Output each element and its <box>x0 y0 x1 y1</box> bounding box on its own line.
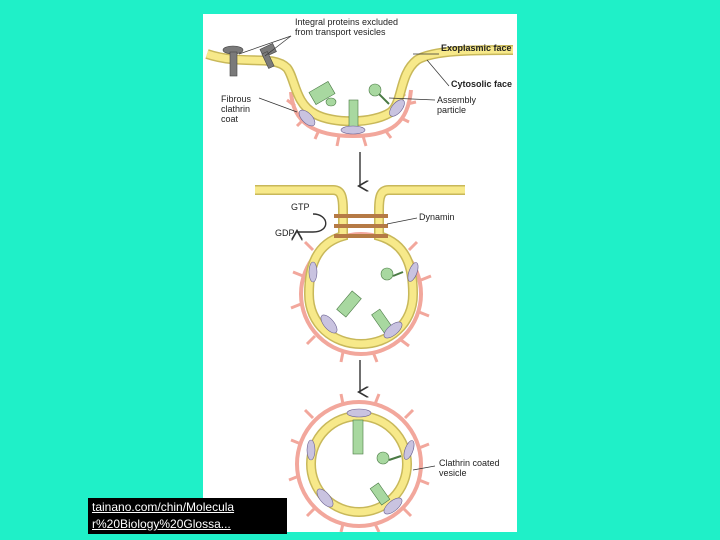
label-integral-proteins-2: from transport vesicles <box>295 27 386 37</box>
label-fibrous-3: coat <box>221 114 239 124</box>
source-caption-link[interactable]: tainano.com/chin/Molecula r%20Biology%20… <box>88 498 287 534</box>
clathrin-triskelions-stage2 <box>290 240 432 363</box>
adaptor-particle-11 <box>306 439 316 461</box>
adaptor-particle-4 <box>320 314 338 334</box>
adaptor-particle-7 <box>407 262 419 282</box>
label-cytosolic-face: Cytosolic face <box>451 79 512 89</box>
diagram-panel: Integral proteins excluded from transpor… <box>203 14 517 532</box>
adaptor-particle-8 <box>346 408 372 418</box>
label-exoplasmic-face: Exoplasmic face <box>441 43 512 53</box>
cargo-protein-6 <box>369 482 391 506</box>
adaptor-particle-9 <box>316 488 334 508</box>
cargo-protein-3 <box>336 290 362 318</box>
cargo-protein-5 <box>352 419 364 455</box>
label-dynamin: Dynamin <box>419 212 455 222</box>
adaptor-particle-2 <box>298 109 316 127</box>
adaptor-particle-1 <box>340 125 366 135</box>
caption-line-2: r%20Biology%20Glossa... <box>92 517 231 531</box>
assembly-particle <box>368 83 390 105</box>
stage-2-dynamin-pinch <box>255 185 465 363</box>
label-clathrin-coated-1: Clathrin coated <box>439 458 500 468</box>
label-gdp: GDP <box>275 228 295 238</box>
assembly-particle-2 <box>380 267 404 281</box>
integral-protein-1 <box>222 45 244 77</box>
assembly-particle-3 <box>376 451 402 465</box>
adaptor-particle-5 <box>383 321 403 339</box>
cargo-protein-2 <box>348 99 359 129</box>
label-fibrous-1: Fibrous <box>221 94 252 104</box>
endocytosis-diagram: Integral proteins excluded from transpor… <box>205 17 514 532</box>
label-gtp: GTP <box>291 202 310 212</box>
stage-3-coated-vesicle <box>288 393 436 532</box>
gtp-hydrolysis-arrow <box>297 213 327 232</box>
clathrin-triskelions-stage3 <box>288 393 430 532</box>
adaptor-particle-12 <box>403 440 415 460</box>
adaptor-particle-10 <box>383 497 403 515</box>
cargo-protein-1 <box>308 81 337 107</box>
caption-line-1: tainano.com/chin/Molecula <box>92 500 235 514</box>
label-fibrous-2: clathrin <box>221 104 250 114</box>
label-clathrin-coated-2: vesicle <box>439 468 467 478</box>
stage-1-budding-pit <box>205 35 514 147</box>
label-assembly-2: particle <box>437 105 466 115</box>
adaptor-particle-3 <box>389 99 405 117</box>
adaptor-particle-6 <box>308 261 318 283</box>
label-assembly-1: Assembly <box>437 95 477 105</box>
dynamin-rings <box>334 214 388 238</box>
label-integral-proteins-1: Integral proteins excluded <box>295 17 398 27</box>
